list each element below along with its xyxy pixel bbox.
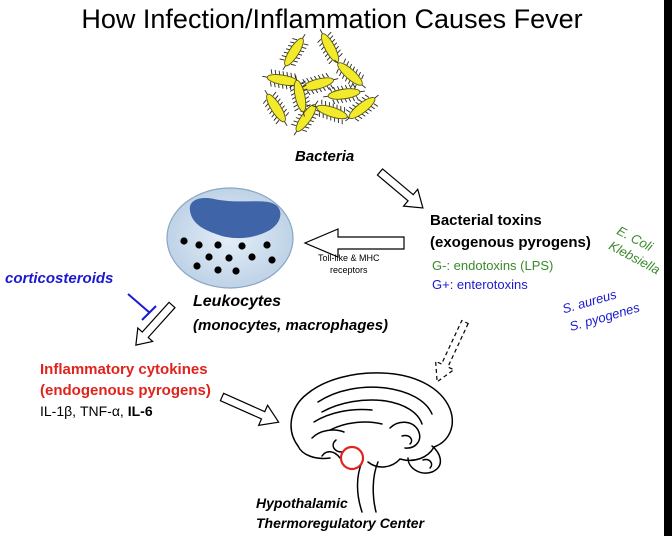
gram-positive-label: G+: enterotoxins: [432, 277, 528, 292]
hypothalamus-label-line2: Thermoregulatory Center: [256, 515, 425, 531]
toxins-subtitle: (exogenous pyrogens): [430, 234, 591, 251]
receptors-label-line: receptors: [329, 265, 368, 275]
bacterium: [279, 33, 309, 71]
bacterium: [289, 75, 311, 117]
inhibition-icon: [127, 293, 157, 321]
cytokines-list-main: IL-1β, TNF-α,: [40, 403, 124, 419]
bacterium: [334, 58, 366, 90]
bacteria-icon: [262, 29, 379, 136]
hypothalamus-label-line1: Hypothalamic: [256, 495, 348, 511]
page-title: How Infection/Inflammation Causes Fever: [81, 4, 583, 34]
bacterium: [345, 94, 379, 122]
leukocytes-subtitle: (monocytes, macrophages): [193, 317, 389, 334]
bacteria-label: Bacteria: [295, 148, 355, 165]
gram-negative-label: G-: endotoxins (LPS): [432, 258, 554, 273]
receptors-label: Toll-like & MHC receptors: [318, 252, 380, 276]
brain-icon: [290, 372, 454, 513]
cytokines-title: Inflammatory cytokines: [40, 361, 208, 378]
arrow-leukocytes-to-cytokines: [135, 301, 176, 346]
bacterium: [323, 83, 365, 105]
receptors-label-line: Toll-like & MHC: [318, 253, 380, 263]
leukocyte-icon: [166, 187, 294, 289]
corticosteroids-label: corticosteroids: [5, 270, 114, 287]
cytokines-list: IL-1β, TNF-α, IL-6: [40, 403, 153, 419]
arrow-cytokines-to-hypothalamus: [219, 392, 280, 427]
dashed-arrow-toxins-to-hypothalamus: [434, 319, 469, 383]
toxins-title: Bacterial toxins: [430, 212, 542, 229]
hypothalamus-highlight: [339, 445, 365, 471]
bacterium: [311, 99, 353, 125]
cytokines-list-il6: IL-6: [127, 403, 153, 419]
leukocytes-title: Leukocytes: [193, 293, 282, 310]
bacterium: [262, 89, 290, 127]
cytokines-subtitle: (endogenous pyrogens): [40, 382, 211, 399]
bacterium: [317, 29, 343, 67]
arrow-bacteria-to-toxins: [376, 168, 424, 209]
arrow-toxins-to-leukocytes: [303, 228, 405, 258]
